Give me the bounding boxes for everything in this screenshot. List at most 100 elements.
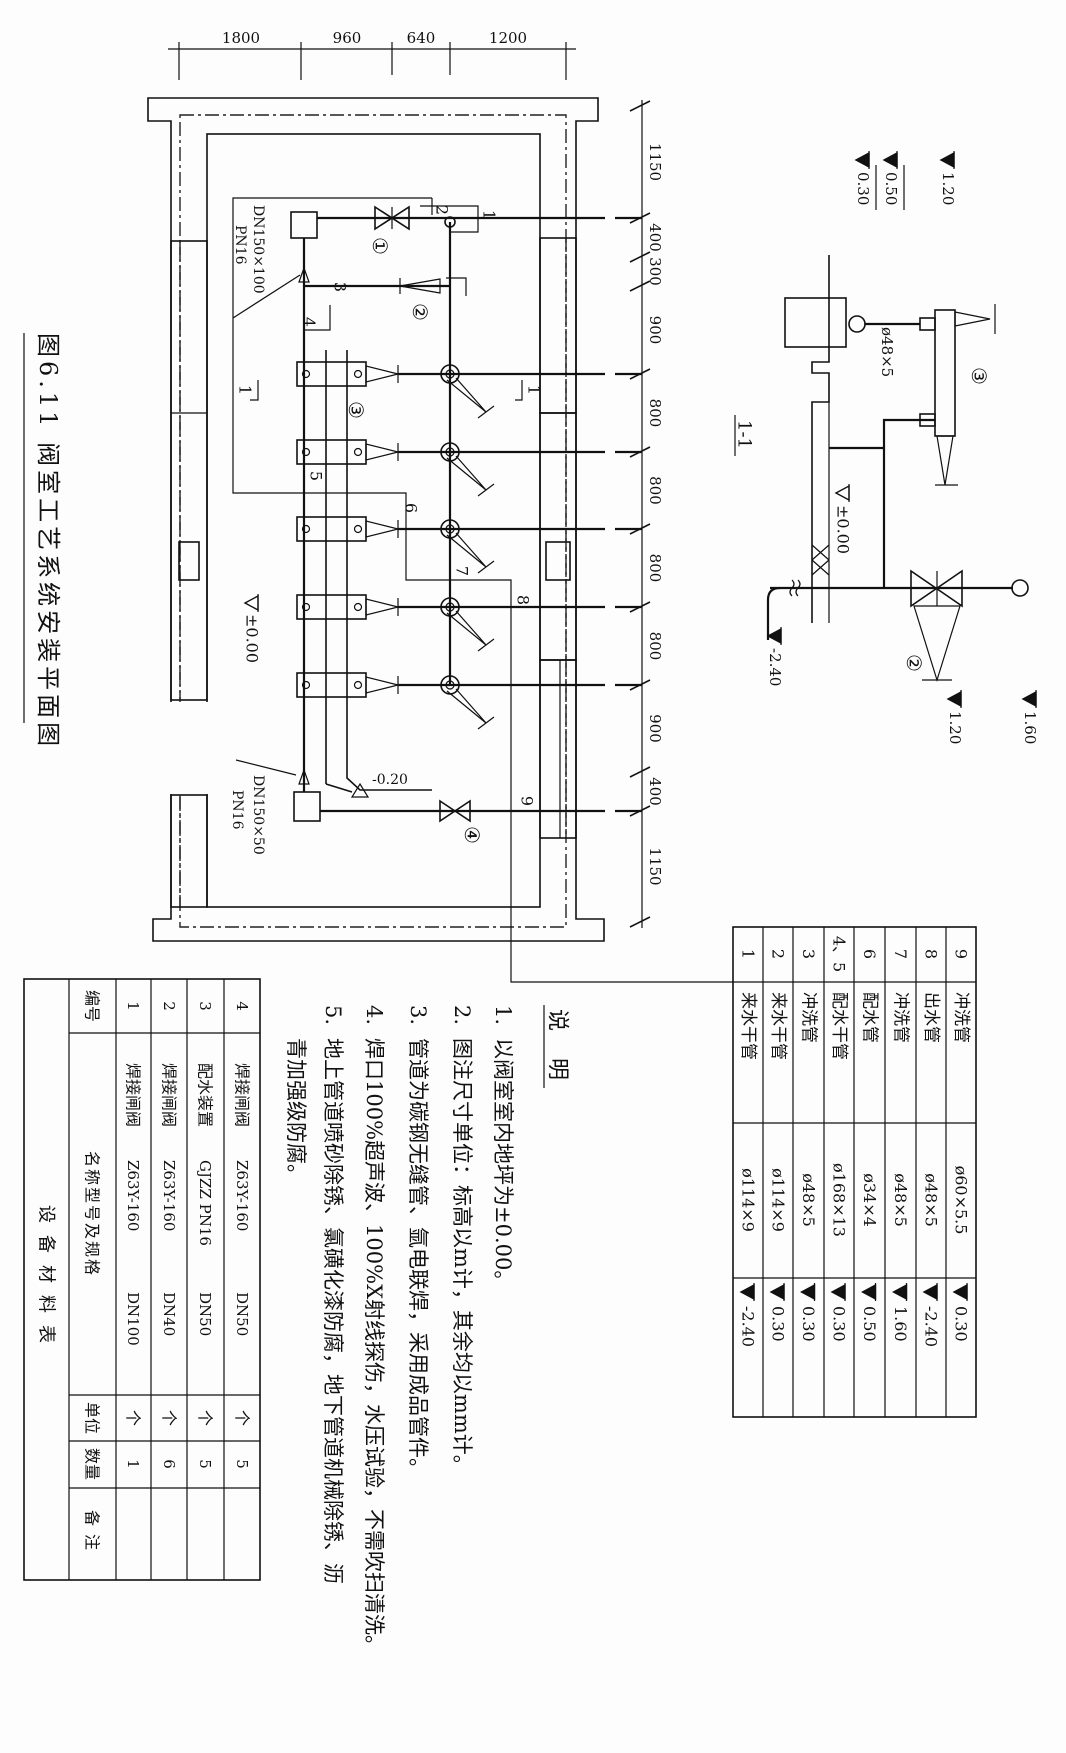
pipe-table-no: 6 [860,949,879,959]
equip-model: Z63Y-160 [160,1160,178,1231]
pipe-table-name: 配水干管 [829,992,849,1060]
elevation-label: 0.50 [882,172,900,205]
pipe-table-name: 出水管 [921,992,941,1043]
dimension-label: 800 [646,399,664,428]
pipe-table-size: ø34×4 [860,1173,879,1227]
note-number: 4. [362,1005,386,1025]
drawing-title: 图6.11 阀室工艺系统安装平面图 [34,333,62,750]
header-qty: 数量 [83,1448,102,1480]
equip-unit: 个 [196,1410,215,1426]
equipment-table-title: 设备材料表 [36,1205,57,1355]
pipe-number-label: 8 [514,595,533,605]
equipment-mark: ② [408,303,432,321]
elevation-marker-icon [861,1283,877,1301]
pipe-table-elevation: 0.30 [952,1306,971,1342]
equip-qty: 1 [124,1459,142,1469]
distribution-unit [296,516,367,542]
pipe-table-size: ø60×5.5 [952,1166,971,1235]
pipe-number-label: 6 [402,503,421,513]
elevation-marker-icon [882,151,898,169]
pipe-table-name: 冲洗管 [951,992,971,1043]
header-remark: 备注 [83,1510,102,1558]
equip-spec: DN50 [196,1292,214,1336]
dimension-label: 1150 [646,847,664,885]
pipe-table-no: 3 [799,949,818,959]
equip-qty: 6 [160,1459,178,1469]
section-title: 1-1 [734,420,755,449]
elevation-label: 1.60 [1021,711,1039,744]
elevation-label: -2.40 [766,648,784,686]
equip-name: 焊接闸阀 [233,1063,252,1127]
dimension-label: 1800 [222,29,260,47]
pipe-table-no: 8 [922,949,941,959]
equip-unit: 个 [160,1410,179,1426]
dimension-label: 800 [646,476,664,505]
dimension-label: 400 [646,223,664,252]
header-unit: 单位 [83,1402,102,1434]
pipe-table-size: ø114×9 [739,1168,758,1232]
elevation-marker-icon [892,1283,908,1301]
elevation-marker-icon [946,690,962,708]
note-text: 焊口100%超声波、100%X射线探伤，水压试验，不需吹扫清洗。 [362,1038,386,1656]
distribution-unit [296,672,367,698]
elevation-marker-icon [939,151,955,169]
elevation-marker-icon [1021,690,1037,708]
pipe-table-no: 4、5 [830,936,849,972]
equipment-mark: ④ [460,826,484,844]
elevation-label: 1.20 [939,172,957,205]
gate-valve-2-icon [399,278,441,294]
equip-no: 3 [196,1001,214,1011]
water-distributor [934,309,956,437]
section-1-1 [734,255,1029,683]
dimension-label: 1200 [489,29,527,47]
pipe-table-no: 2 [769,949,788,959]
pipe-number-label: 3 [331,282,350,292]
notes-heading: 说 明 [545,1009,570,1090]
piping-plan [23,197,733,983]
elevation-marker-icon [800,1283,816,1301]
equip-spec: DN100 [124,1292,142,1346]
gate-valve-section-icon [910,569,963,608]
dimension-label: 800 [646,632,664,661]
equip-spec: DN40 [160,1292,178,1336]
pipe-table [732,926,977,1418]
equip-no: 2 [160,1001,178,1011]
section-mark: 1 [525,385,544,395]
equip-unit: 个 [233,1410,252,1426]
pipe-table-elevation: 0.30 [769,1306,788,1342]
pipe-table-elevation: 0.30 [799,1306,818,1342]
pipe-table-elevation: 0.50 [860,1306,879,1342]
pipe-number-label: 1 [480,210,499,220]
equip-model: GJZZ PN16 [196,1160,214,1246]
equip-qty: 5 [196,1459,214,1469]
dimension-label: 300 [646,257,664,286]
distribution-unit [296,594,367,620]
elevation-marker-icon [243,594,259,612]
elevation-label: 1.20 [946,711,964,744]
pipe-table-no: 1 [739,949,758,959]
pipe-table-size: ø168×13 [830,1163,849,1237]
note-text: 管道为碳钢无缝管、氩电联焊，采用成品管件。 [406,1038,430,1479]
dimension-label: 640 [407,29,436,47]
elevation-label: 0.30 [854,172,872,205]
floor-elevation-label: ±0.00 [243,614,262,663]
note-text: 地上管道喷砂除锈、氯磺化漆防腐，地下管道机械除锈、沥 [321,1038,345,1584]
pipe-table-name: 来水干管 [738,992,758,1060]
tank [784,297,847,348]
equipment-mark: ① [368,237,392,255]
header-no: 编号 [83,990,102,1022]
equipment-mark: ② [902,654,926,672]
equipment-table [23,978,261,1581]
dimension-tick [629,766,651,778]
dimension-label: 900 [646,714,664,743]
building-walls [147,97,605,942]
pipe-number-label: 9 [518,796,537,806]
note-number: 5. [321,1005,345,1025]
dimension-label: 400 [646,777,664,806]
pipe-number-label: 4 [300,317,319,327]
elevation-marker-icon [739,1283,755,1301]
distribution-unit [296,361,367,387]
equip-name: 焊接闸阀 [160,1063,179,1127]
